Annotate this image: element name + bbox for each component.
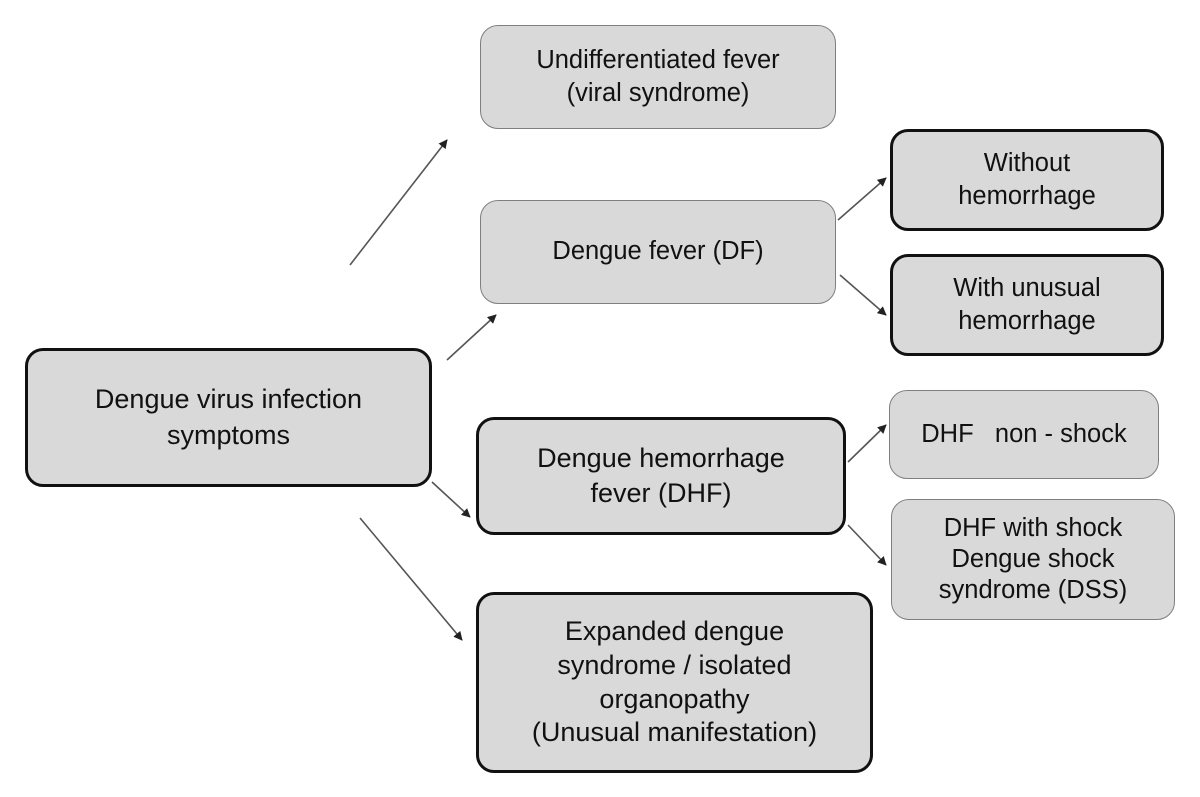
arrow-df-to-without-hemorrhage <box>837 177 887 221</box>
arrow-root-to-expanded <box>359 517 463 641</box>
root-node-dengue-virus-infection-symptoms: Dengue virus infection symptoms <box>25 348 432 487</box>
arrow-root-to-df <box>446 314 497 361</box>
node-dengue-fever: Dengue fever (DF) <box>480 200 836 304</box>
arrow-dhf-to-shock <box>847 524 887 566</box>
node-expanded-dengue-syndrome: Expanded dengue syndrome / isolated orga… <box>476 592 873 773</box>
arrow-root-to-undifferentiated <box>349 139 448 266</box>
arrow-df-to-with-unusual-hemorrhage <box>839 274 887 316</box>
node-dhf-with-shock: DHF with shock Dengue shock syndrome (DS… <box>891 499 1175 620</box>
node-dhf-non-shock: DHF non - shock <box>889 390 1159 479</box>
arrow-dhf-to-non-shock <box>847 424 887 463</box>
node-undifferentiated-fever: Undifferentiated fever (viral syndrome) <box>480 25 836 129</box>
node-without-hemorrhage: Without hemorrhage <box>890 129 1164 231</box>
arrow-root-to-dhf <box>431 481 471 518</box>
node-with-unusual-hemorrhage: With unusual hemorrhage <box>890 254 1164 356</box>
node-dengue-hemorrhage-fever: Dengue hemorrhage fever (DHF) <box>476 417 846 535</box>
